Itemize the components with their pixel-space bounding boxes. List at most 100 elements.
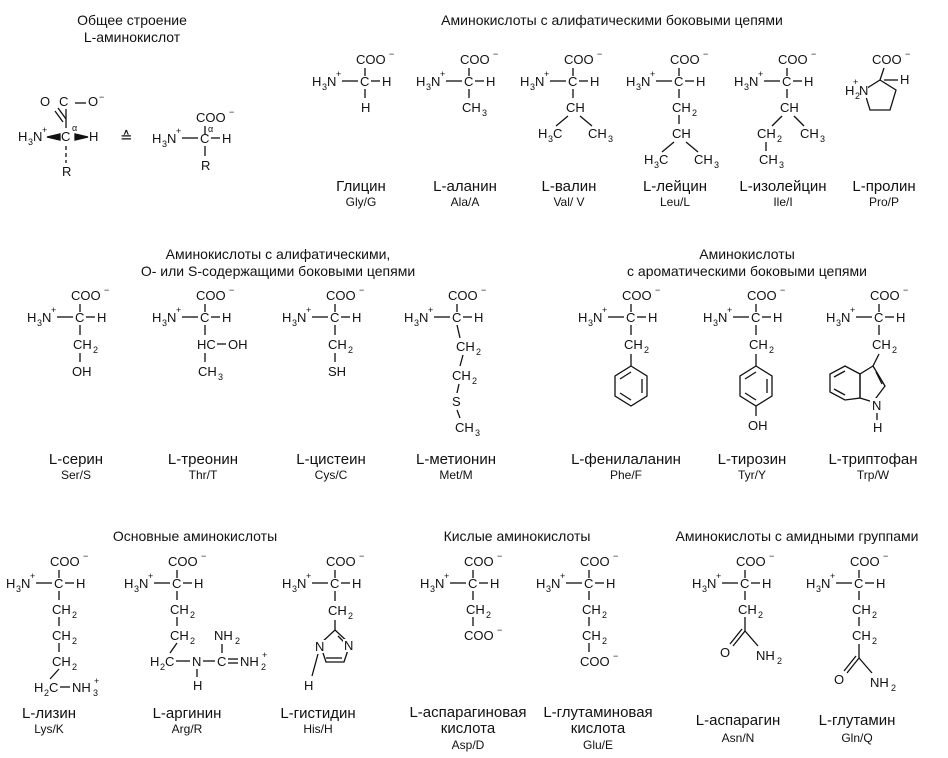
svg-text:C: C: [468, 576, 477, 591]
svg-text:+: +: [94, 676, 99, 686]
svg-text:H: H: [89, 129, 98, 144]
svg-text:2: 2: [476, 347, 481, 357]
svg-text:CH: CH: [328, 337, 347, 352]
svg-text:−: −: [481, 285, 486, 295]
code-gly: Gly/G: [345, 195, 377, 209]
svg-text:COO: COO: [448, 288, 478, 303]
svg-text:CH: CH: [52, 602, 71, 617]
svg-text:CH: CH: [73, 337, 92, 352]
svg-text:+: +: [30, 571, 35, 581]
svg-text:2: 2: [348, 345, 353, 355]
code-asn: Asn/N: [721, 731, 755, 745]
svg-text:C: C: [584, 576, 593, 591]
svg-text:2: 2: [777, 656, 782, 666]
svg-text:3: 3: [744, 82, 749, 92]
svg-text:3: 3: [292, 318, 297, 328]
name-leu: L-лейцин: [642, 178, 708, 195]
svg-text:2: 2: [348, 611, 353, 621]
svg-text:HC: HC: [197, 337, 216, 352]
svg-text:3: 3: [820, 134, 825, 144]
svg-text:−: −: [497, 551, 502, 561]
svg-text:C: C: [59, 94, 68, 109]
svg-text:2: 2: [602, 610, 607, 620]
svg-text:CH: CH: [872, 337, 891, 352]
svg-text:COO: COO: [464, 554, 494, 569]
svg-text:+: +: [544, 69, 549, 79]
svg-text:COO: COO: [870, 288, 900, 303]
svg-text:C: C: [553, 126, 562, 141]
svg-text:N: N: [167, 310, 176, 325]
svg-text:CH: CH: [582, 602, 601, 617]
svg-text:N: N: [718, 310, 727, 325]
svg-text:H: H: [536, 576, 545, 591]
svg-text:3: 3: [414, 318, 419, 328]
svg-text:CH: CH: [328, 603, 347, 618]
svg-text:CH: CH: [170, 628, 189, 643]
svg-text:2: 2: [72, 636, 77, 646]
svg-text:H: H: [845, 83, 854, 98]
svg-text:C: C: [751, 310, 760, 325]
svg-text:+: +: [306, 305, 311, 315]
svg-text:+: +: [176, 126, 181, 136]
svg-text:H: H: [873, 420, 882, 435]
heading-general-structure: Общее строение L-аминокислот: [77, 12, 187, 45]
svg-text:SH: SH: [328, 364, 346, 379]
svg-text:2: 2: [769, 345, 774, 355]
name-arg: L-аргинин: [152, 705, 222, 722]
code-glu: Glu/E: [582, 738, 614, 752]
svg-text:3: 3: [430, 584, 435, 594]
svg-text:COO: COO: [71, 288, 101, 303]
name-val: L-валин: [541, 178, 597, 195]
code-gln: Gln/Q: [841, 731, 873, 745]
svg-text:+: +: [42, 125, 47, 135]
svg-text:2: 2: [472, 376, 477, 386]
svg-text:3: 3: [530, 82, 535, 92]
heading-aromatic: Аминокислоты с ароматическими боковыми ц…: [627, 246, 867, 279]
code-thr: Thr/T: [188, 468, 218, 482]
svg-text:CH: CH: [852, 602, 871, 617]
svg-text:3: 3: [608, 134, 613, 144]
svg-text:CH: CH: [462, 100, 481, 115]
svg-text:−: −: [655, 285, 660, 295]
svg-text:2: 2: [855, 91, 860, 101]
svg-text:H: H: [352, 310, 361, 325]
svg-text:H: H: [18, 129, 27, 144]
svg-text:3: 3: [713, 318, 718, 328]
svg-text:2: 2: [44, 688, 49, 698]
svg-text:CH: CH: [582, 628, 601, 643]
heading-amide: Аминокислоты с амидными группами: [675, 528, 919, 544]
svg-text:H: H: [876, 576, 885, 591]
svg-text:+: +: [148, 571, 153, 581]
svg-text:H: H: [222, 131, 231, 146]
name-lys: L-лизин: [21, 705, 77, 722]
svg-text:CH: CH: [800, 126, 819, 141]
name-gln: L-глутамин: [818, 712, 896, 729]
svg-text:H: H: [382, 74, 391, 89]
svg-text:C: C: [54, 576, 63, 591]
name-ser: L-серин: [48, 451, 104, 468]
svg-text:COO: COO: [196, 288, 226, 303]
svg-text:H: H: [282, 310, 291, 325]
svg-text:CH: CH: [170, 602, 189, 617]
svg-text:2: 2: [692, 108, 697, 118]
svg-text:H: H: [304, 678, 313, 693]
svg-text:−: −: [780, 285, 785, 295]
svg-text:+: +: [602, 305, 607, 315]
svg-text:CH: CH: [52, 628, 71, 643]
svg-text:2: 2: [190, 610, 195, 620]
svg-text:CH: CH: [852, 628, 871, 643]
svg-text:C: C: [674, 74, 683, 89]
svg-text:−: −: [229, 285, 234, 295]
name-asp: L-аспарагиновая кислота: [409, 704, 527, 737]
svg-text:H: H: [648, 310, 657, 325]
svg-text:C: C: [360, 74, 369, 89]
svg-text:CH: CH: [757, 126, 776, 141]
svg-text:−: −: [769, 551, 774, 561]
code-pro: Pro/P: [868, 195, 900, 209]
